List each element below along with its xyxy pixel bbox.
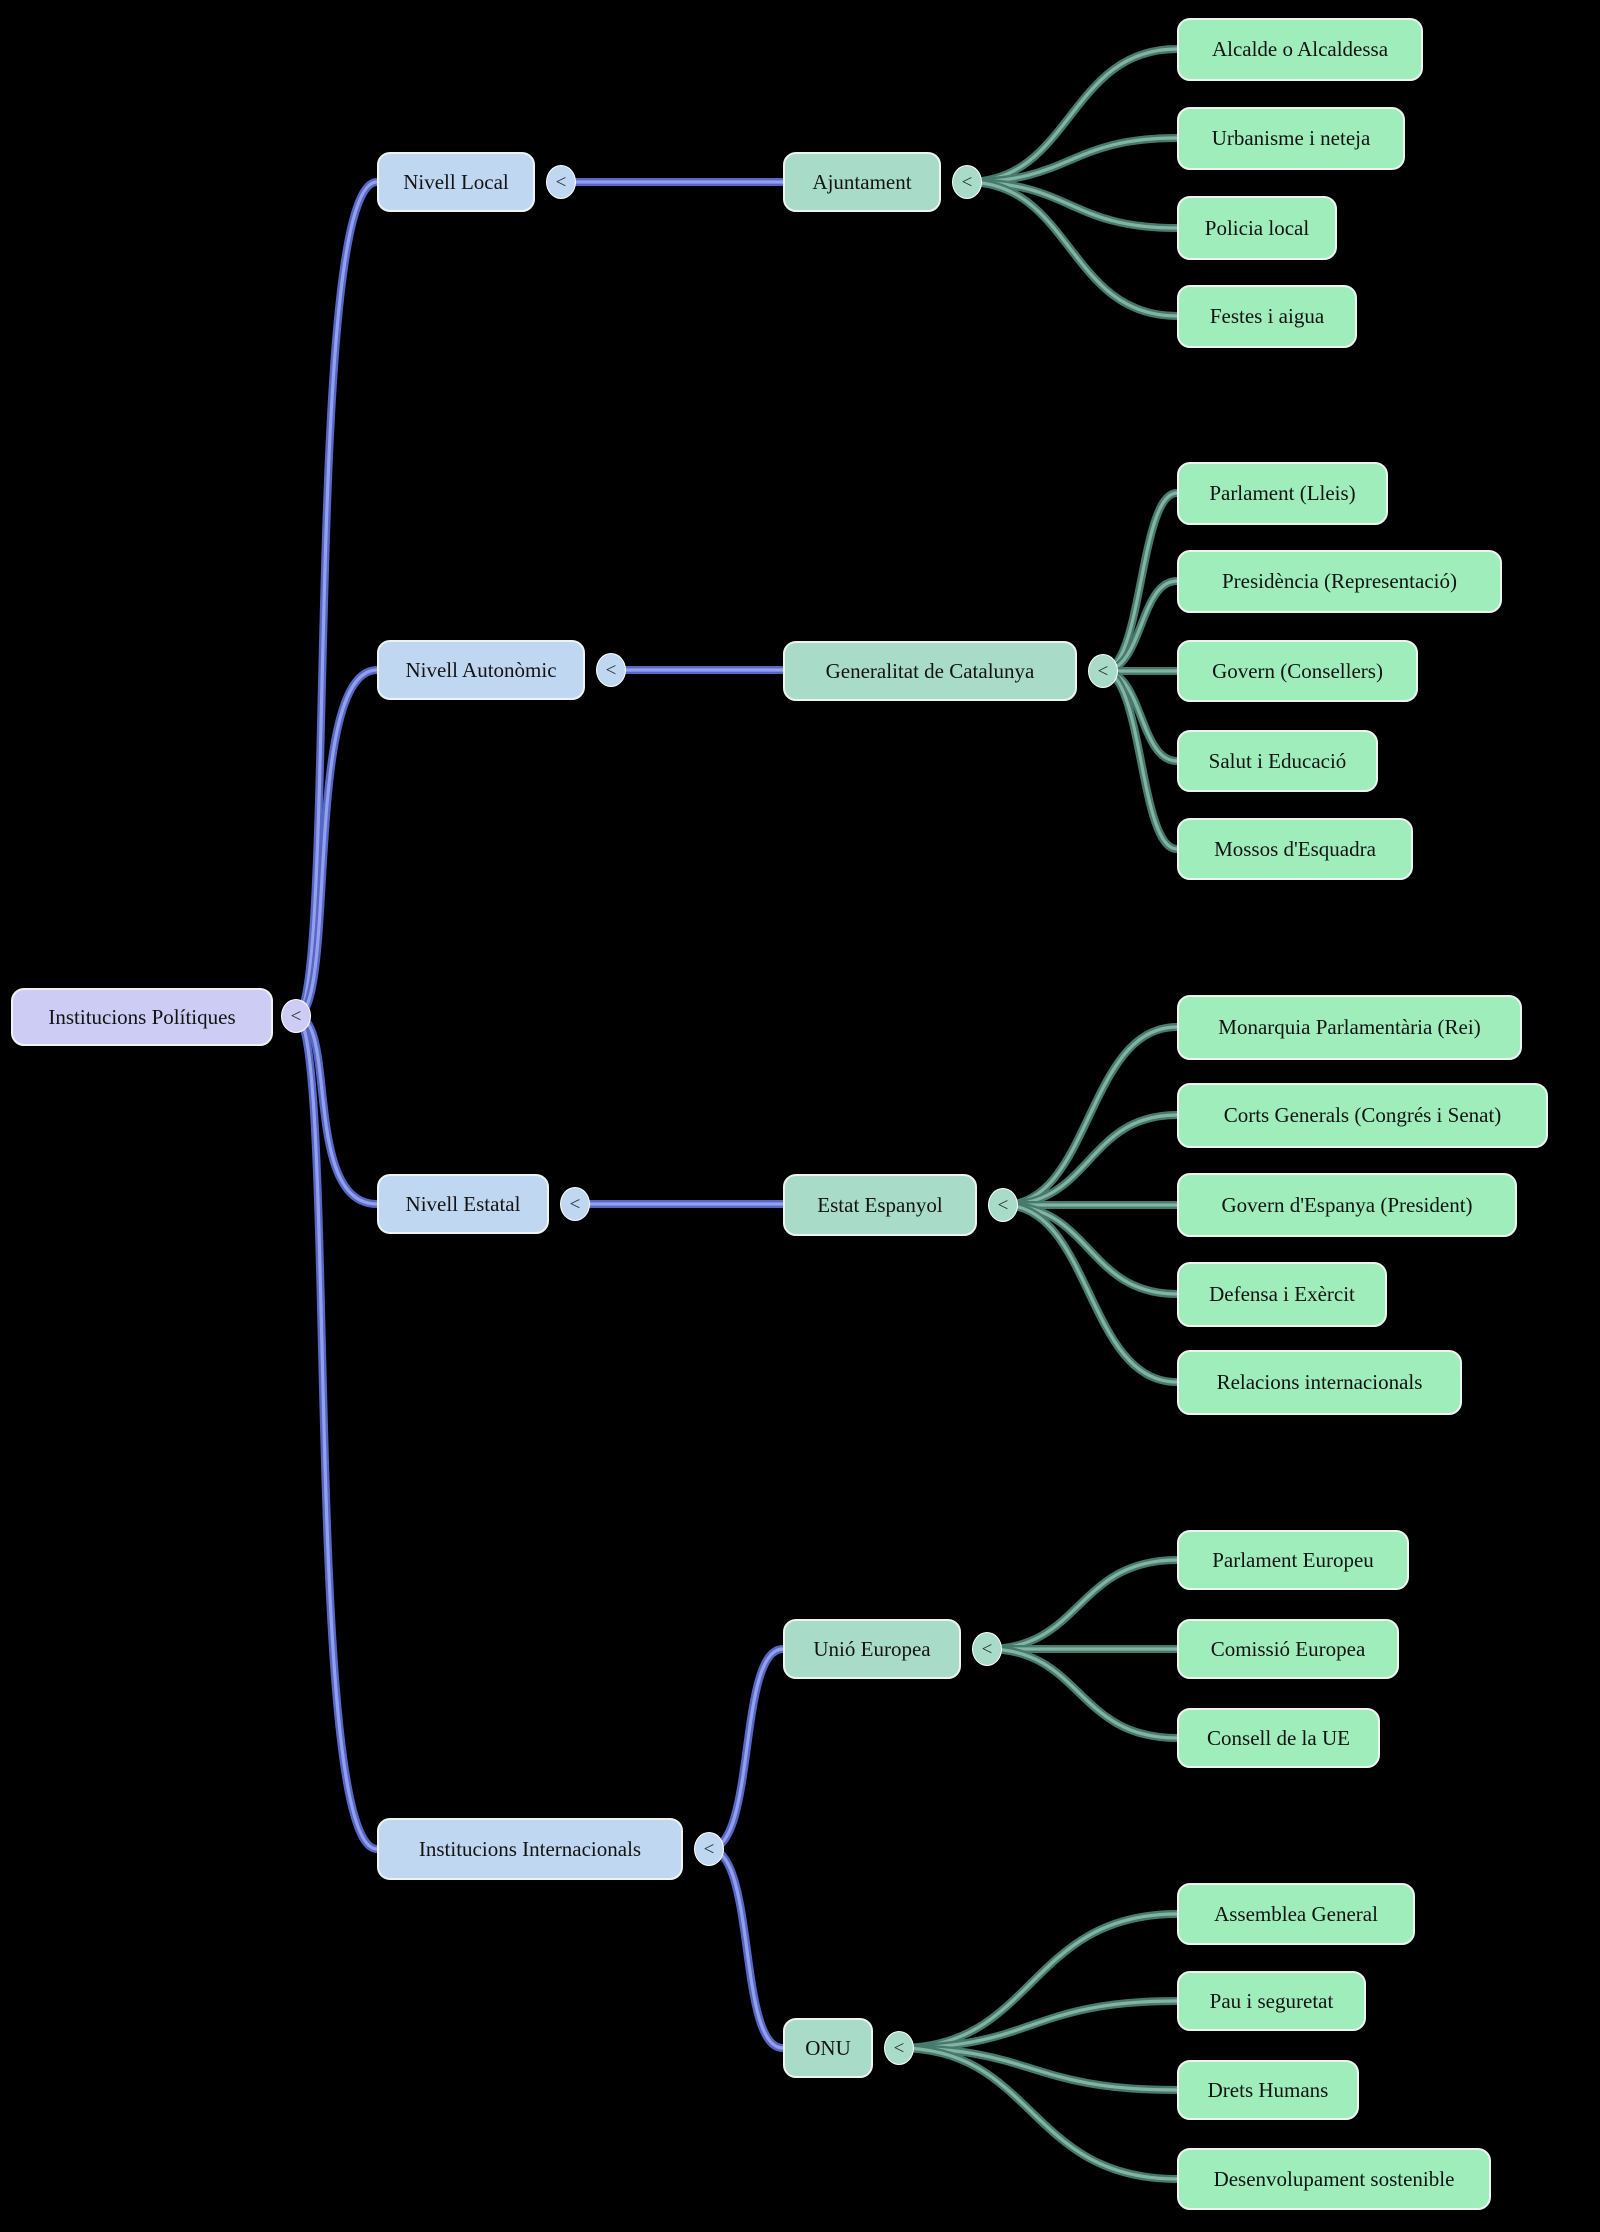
leaf-presidencia-representacio: Presidència (Representació): [1177, 550, 1502, 613]
leaf-monarquia-parlamentaria: Monarquia Parlamentària (Rei): [1177, 995, 1522, 1060]
edge-ajuntament-to-festes-inner: [965, 180, 1179, 318]
edge-ajuntament-to-alcalde-inner: [965, 47, 1179, 184]
edge-onu-to-drets-inner: [897, 2046, 1179, 2092]
collapse-toggle-root[interactable]: <: [281, 999, 311, 1033]
leaf-alcalde-o-alcaldessa: Alcalde o Alcaldessa: [1177, 18, 1423, 81]
leaf-drets-humans: Drets Humans: [1177, 2060, 1359, 2120]
edge-ue-to-consell-inner: [985, 1647, 1179, 1740]
collapse-toggle-generalitat[interactable]: <: [1088, 654, 1118, 688]
node-nivell-local: Nivell Local: [377, 152, 535, 212]
collapse-toggle-nivell-estatal[interactable]: <: [560, 1187, 590, 1221]
leaf-parlament-lleis: Parlament (Lleis): [1177, 462, 1388, 525]
collapse-toggle-unio-europea[interactable]: <: [972, 1632, 1002, 1666]
edge-root-to-institucions-internacionals: [292, 1012, 381, 1853]
node-institucions-internacionals: Institucions Internacionals: [377, 1818, 683, 1880]
edge-root-to-nivell-autonomic-inner: [294, 668, 379, 1018]
node-onu: ONU: [783, 2018, 873, 2078]
collapse-toggle-nivell-local[interactable]: <: [546, 165, 576, 199]
leaf-defensa-i-exercit: Defensa i Exèrcit: [1177, 1262, 1387, 1327]
node-ajuntament: Ajuntament: [783, 152, 941, 212]
edge-internacionals-to-unio-europea-inner: [707, 1647, 785, 1851]
node-institucions-politiques: Institucions Polítiques: [11, 988, 273, 1046]
edge-ue-to-parlament-europeu-inner: [985, 1558, 1179, 1651]
collapse-toggle-internacionals[interactable]: <: [694, 1832, 724, 1866]
edge-root-to-nivell-local: [292, 178, 381, 1020]
leaf-parlament-europeu: Parlament Europeu: [1177, 1530, 1409, 1590]
node-unio-europea: Unió Europea: [783, 1619, 961, 1679]
leaf-festes-i-aigua: Festes i aigua: [1177, 285, 1357, 348]
leaf-corts-generals: Corts Generals (Congrés i Senat): [1177, 1083, 1548, 1148]
edge-estat-to-corts-inner: [1001, 1113, 1179, 1207]
collapse-toggle-onu[interactable]: <: [884, 2031, 914, 2065]
node-generalitat-de-catalunya: Generalitat de Catalunya: [783, 641, 1077, 701]
leaf-policia-local: Policia local: [1177, 196, 1337, 260]
node-nivell-autonomic: Nivell Autonòmic: [377, 640, 585, 700]
edge-root-to-nivell-local-inner: [294, 180, 379, 1018]
edge-root-to-institucions-internacionals-inner: [294, 1014, 379, 1851]
leaf-urbanisme-i-neteja: Urbanisme i neteja: [1177, 107, 1405, 170]
leaf-govern-despanya: Govern d'Espanya (President): [1177, 1173, 1517, 1237]
leaf-govern-consellers: Govern (Consellers): [1177, 640, 1418, 702]
edge-generalitat-to-mossos-inner: [1101, 669, 1179, 851]
edge-onu-to-assemblea-inner: [897, 1912, 1179, 2050]
edge-onu-to-pau-inner: [897, 1999, 1179, 2050]
edge-estat-to-monarquia-inner: [1001, 1025, 1179, 1207]
leaf-salut-i-educacio: Salut i Educació: [1177, 730, 1378, 792]
leaf-assemblea-general: Assemblea General: [1177, 1883, 1415, 1945]
leaf-relacions-internacionals: Relacions internacionals: [1177, 1350, 1462, 1415]
leaf-comissio-europea: Comissió Europea: [1177, 1619, 1399, 1679]
edge-estat-to-relacions-inner: [1001, 1203, 1179, 1384]
edge-onu-to-desenvolupament-inner: [897, 2046, 1179, 2181]
collapse-toggle-nivell-autonomic[interactable]: <: [596, 653, 626, 687]
collapse-toggle-ajuntament[interactable]: <: [952, 165, 982, 199]
leaf-pau-i-seguretat: Pau i seguretat: [1177, 1971, 1366, 2031]
node-nivell-estatal: Nivell Estatal: [377, 1174, 549, 1234]
leaf-desenvolupament-sostenible: Desenvolupament sostenible: [1177, 2148, 1491, 2210]
collapse-toggle-estat-espanyol[interactable]: <: [988, 1188, 1018, 1222]
leaf-consell-de-la-ue: Consell de la UE: [1177, 1708, 1380, 1768]
node-estat-espanyol: Estat Espanyol: [783, 1174, 977, 1236]
edge-ajuntament-to-urbanisme-inner: [965, 136, 1179, 184]
edge-onu-to-assemblea: [895, 1910, 1181, 2052]
leaf-mossos-desquadra: Mossos d'Esquadra: [1177, 818, 1413, 880]
edge-internacionals-to-onu-inner: [707, 1847, 785, 2050]
edge-estat-to-defensa-inner: [1001, 1203, 1179, 1296]
